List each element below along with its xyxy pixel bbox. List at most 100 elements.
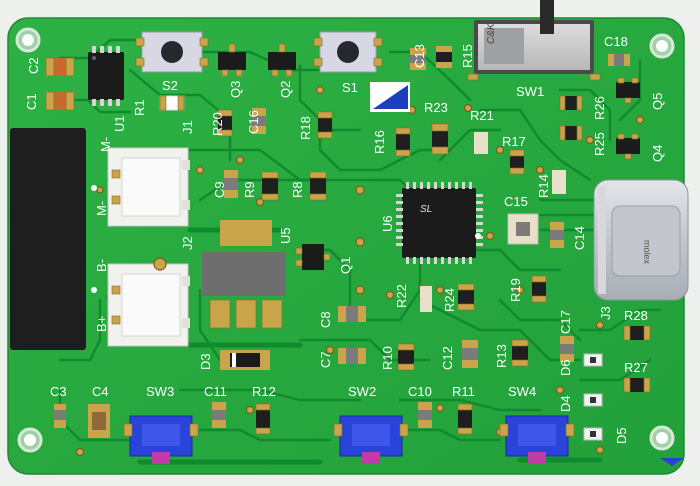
label-r27: R27 xyxy=(624,360,648,375)
label-r22: R22 xyxy=(394,284,409,308)
resistor-r1 xyxy=(159,95,185,111)
label-q1: Q1 xyxy=(338,257,353,274)
label-c14: C14 xyxy=(572,226,587,250)
cap-c16 xyxy=(252,108,266,134)
label-c9: C9 xyxy=(212,181,227,198)
resistor-r25 xyxy=(559,125,583,141)
transistor-q5 xyxy=(616,77,640,104)
label-r16: R16 xyxy=(372,130,387,154)
label-b-plus: B+ xyxy=(94,316,109,332)
cap-c14 xyxy=(550,222,564,248)
cap-c11 xyxy=(212,402,226,428)
resistor-r20 xyxy=(217,109,233,137)
resistor-r22 xyxy=(420,286,432,312)
label-r13: R13 xyxy=(494,344,509,368)
slide-switch-sw1[interactable]: C&K xyxy=(467,0,601,81)
led-d6 xyxy=(583,353,603,367)
mounting-hole-center xyxy=(656,432,668,444)
led-d4 xyxy=(583,393,603,407)
label-q4: Q4 xyxy=(650,145,665,162)
label-r18-top: R18 xyxy=(298,116,313,140)
sw1-brand-text: C&K xyxy=(486,22,497,44)
label-r12: R12 xyxy=(252,384,276,399)
transistor-q3 xyxy=(218,43,246,77)
mcu-u6: SL xyxy=(396,182,483,264)
side-switch-sw3[interactable] xyxy=(123,415,199,464)
usb-c-connector-j3[interactable]: molex xyxy=(593,179,689,301)
side-switch-sw4[interactable] xyxy=(499,415,575,464)
label-c3: C3 xyxy=(50,384,67,399)
label-c2: C2 xyxy=(26,57,41,74)
u6-logo-text: SL xyxy=(420,204,432,215)
resistor-r16 xyxy=(395,127,411,157)
label-sw3: SW3 xyxy=(146,384,174,399)
crystal-c15 xyxy=(507,213,539,245)
resistor-r10 xyxy=(397,343,415,371)
label-j1: J1 xyxy=(180,120,195,134)
cap-c18 xyxy=(608,54,630,66)
label-r21: R21 xyxy=(470,108,494,123)
resistor-r18-top xyxy=(317,111,333,139)
cap-c9 xyxy=(224,170,238,198)
board-logo xyxy=(370,82,410,112)
axis-marker-icon xyxy=(660,458,684,466)
label-r19: R19 xyxy=(508,278,523,302)
label-r8: R8 xyxy=(290,181,305,198)
label-c15: C15 xyxy=(504,194,528,209)
label-u5: U5 xyxy=(278,227,293,244)
transistor-q2 xyxy=(268,43,296,77)
label-d6: D6 xyxy=(558,359,573,376)
side-switch-sw2[interactable] xyxy=(333,415,409,464)
label-b-minus: B- xyxy=(94,259,109,272)
label-s2: S2 xyxy=(162,78,178,93)
resistor-r21 xyxy=(474,132,488,154)
resistor-r15 xyxy=(436,46,452,68)
label-r11: R11 xyxy=(452,384,475,399)
label-d3: D3 xyxy=(198,353,213,370)
label-r28: R28 xyxy=(624,308,648,323)
resistor-r24 xyxy=(457,283,475,311)
tactile-button-s2[interactable] xyxy=(135,31,209,73)
label-j2: J2 xyxy=(180,236,195,250)
label-c11: C11 xyxy=(204,384,227,399)
connector-j2[interactable] xyxy=(107,257,190,347)
resistor-r17 xyxy=(509,149,525,175)
resistor-r14 xyxy=(552,170,566,194)
label-c12: C12 xyxy=(440,346,455,370)
tactile-button-s1[interactable] xyxy=(313,31,383,73)
label-q5: Q5 xyxy=(650,93,665,110)
resistor-r13 xyxy=(511,339,529,367)
cap-c3 xyxy=(54,404,66,428)
label-r15: R15 xyxy=(460,44,475,68)
label-u6: U6 xyxy=(380,215,395,232)
label-c1: C1 xyxy=(24,93,39,110)
cap-c2 xyxy=(45,57,75,77)
test-points xyxy=(91,185,481,293)
cap-c12 xyxy=(462,340,478,368)
cap-c10 xyxy=(418,402,432,428)
connector-j1[interactable] xyxy=(107,147,190,227)
mounting-holes xyxy=(15,27,675,453)
slide-switch-actuator[interactable] xyxy=(540,0,554,34)
resistor-r28 xyxy=(623,325,651,341)
regulator-u5 xyxy=(202,220,286,329)
label-q3: Q3 xyxy=(228,81,243,98)
label-sw2: SW2 xyxy=(348,384,376,399)
cap-c8 xyxy=(338,306,366,322)
resistor-r9 xyxy=(261,171,279,201)
label-c7: C7 xyxy=(318,351,333,368)
mounting-hole-center xyxy=(656,40,668,52)
label-r25: R25 xyxy=(592,132,607,156)
label-c13: C13 xyxy=(412,44,427,68)
transistor-q4 xyxy=(616,133,640,160)
label-r17: R17 xyxy=(502,134,526,149)
label-r1: R1 xyxy=(132,99,147,116)
resistor-r12 xyxy=(255,403,271,435)
silkscreen-labels: C2 C1 R1 M- U1 J1 M- J2 B- B+ S2 Q3 Q2 S… xyxy=(24,34,665,444)
resistor-r11 xyxy=(457,403,473,435)
resistor-r8 xyxy=(309,171,327,201)
resistor-r27 xyxy=(623,377,651,393)
label-s1: S1 xyxy=(342,80,358,95)
label-c16: C16 xyxy=(246,110,261,134)
